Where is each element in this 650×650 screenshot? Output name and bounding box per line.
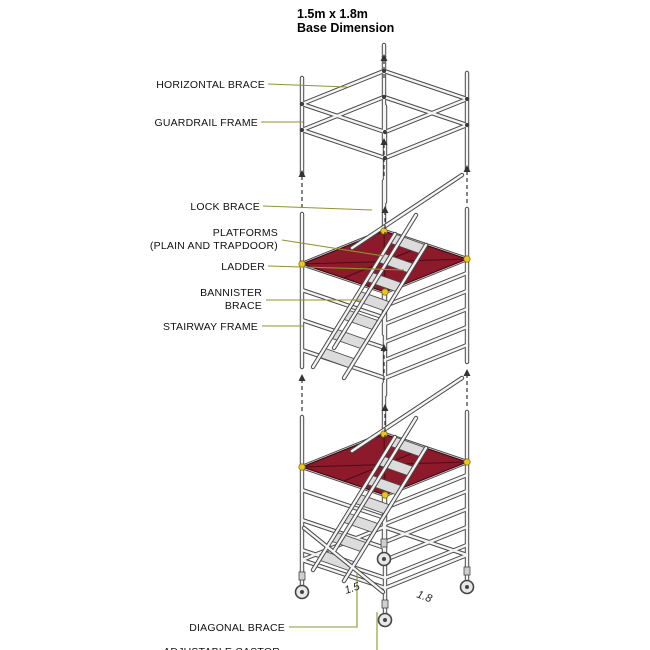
label-diagonal-brace: DIAGONAL BRACE <box>189 622 285 634</box>
leader-lock-brace <box>262 205 373 211</box>
label-platforms-line1: PLATFORMS <box>213 227 278 239</box>
rail-joints <box>299 68 470 161</box>
label-guardrail-frame: GUARDRAIL FRAME <box>154 117 258 129</box>
castor-front <box>377 599 393 628</box>
leader-ladder <box>267 265 405 271</box>
assembly-arrows <box>298 54 471 439</box>
label-adjustable-castor: ADJUSTABLE CASTOR <box>163 646 280 650</box>
base-dimension-labels: 1.5 1.8 <box>343 580 434 605</box>
callout-labels: HORIZONTAL BRACE GUARDRAIL FRAME LOCK BR… <box>150 79 285 650</box>
title-line1: 1.5m x 1.8m <box>297 7 368 21</box>
label-platforms-line2: (PLAIN AND TRAPDOOR) <box>150 240 278 252</box>
leader-platforms <box>281 239 385 257</box>
diagram-title: 1.5m x 1.8m Base Dimension <box>297 7 394 35</box>
label-horizontal-brace: HORIZONTAL BRACE <box>156 79 265 91</box>
leader-lines <box>261 83 405 650</box>
label-lock-brace: LOCK BRACE <box>190 201 260 213</box>
castors <box>294 538 475 628</box>
leader-diagonal-brace <box>289 573 358 628</box>
leader-horizontal-brace <box>267 83 348 88</box>
label-stairway-frame: STAIRWAY FRAME <box>163 321 258 333</box>
dim-1-5: 1.5 <box>343 580 362 597</box>
label-ladder: LADDER <box>221 261 265 273</box>
castor-right <box>459 566 475 595</box>
castor-left <box>294 571 310 600</box>
label-bannister-line1: BANNISTER <box>200 287 262 299</box>
label-bannister-line2: BRACE <box>225 300 262 312</box>
lock-clamps <box>298 227 471 499</box>
castor-back <box>376 538 392 567</box>
leader-adjustable-castor <box>376 612 378 650</box>
dim-1-8: 1.8 <box>415 589 434 606</box>
title-line2: Base Dimension <box>297 21 394 35</box>
